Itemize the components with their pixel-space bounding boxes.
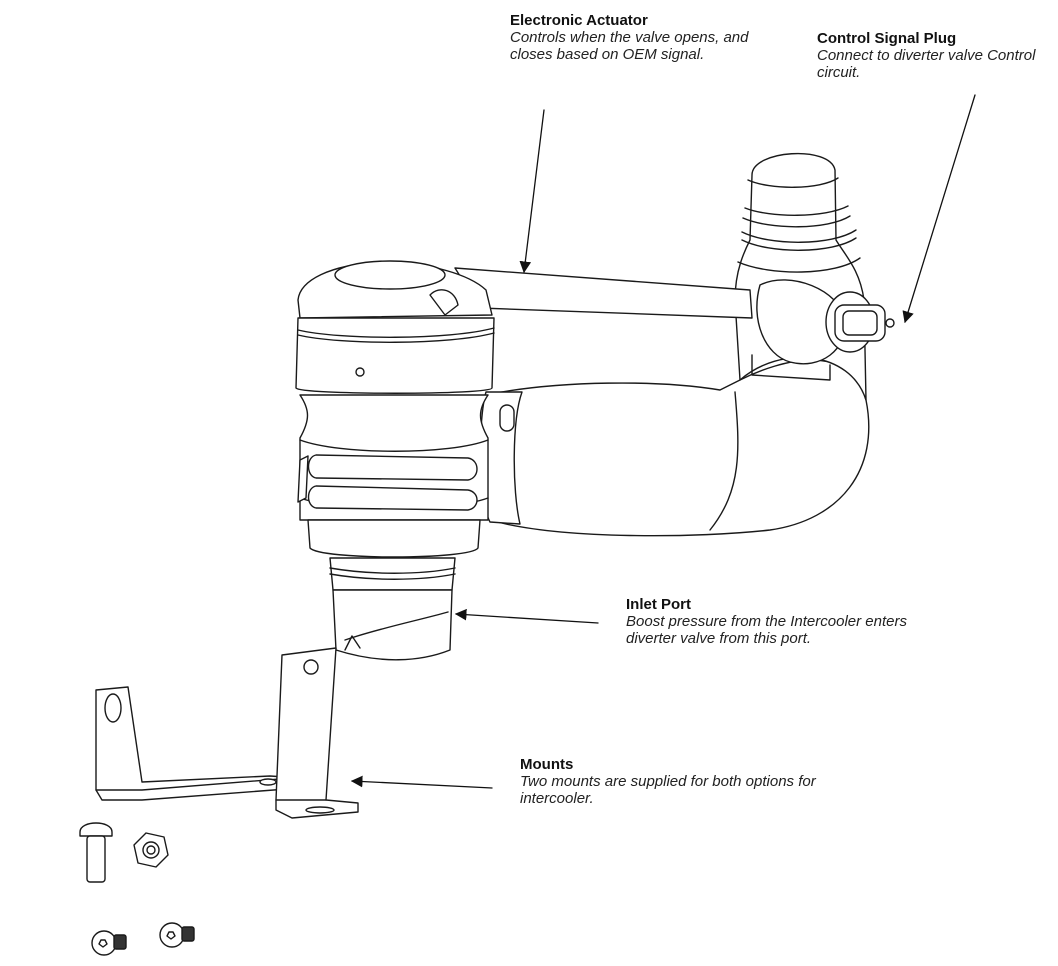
mount-bracket-left [95,686,301,801]
callout-title: Electronic Actuator [510,12,648,29]
button-head-screw [159,922,195,948]
callout-description: Connect to diverter valve Control circui… [817,47,1036,81]
callout-electronic-actuator: Electronic Actuator Controls when the va… [510,12,785,63]
leader-arrow-actuator [519,109,545,274]
button-head-screw [91,930,127,956]
callout-description: Boost pressure from the Intercooler ente… [626,613,907,647]
callout-title: Mounts [520,756,574,773]
valve-body [295,260,495,661]
signal-plug-connector [751,279,895,381]
callout-control-signal-plug: Control Signal Plug Connect to diverter … [817,30,1057,81]
mount-bracket-right [275,647,359,819]
bolt [79,822,113,883]
leader-arrow-inlet [454,608,599,624]
callout-description: Two mounts are supplied for both options… [520,773,816,807]
callout-title: Inlet Port [626,596,692,613]
callout-title: Control Signal Plug [817,30,957,47]
signal-cable [454,267,753,319]
callout-inlet-port: Inlet Port Boost pressure from the Inter… [626,596,946,647]
hex-nut [133,832,169,868]
callout-description: Controls when the valve opens, and close… [510,29,749,63]
leader-arrow-plug [902,94,976,324]
leader-arrow-mounts [350,775,493,789]
callout-mounts: Mounts Two mounts are supplied for both … [520,756,820,807]
